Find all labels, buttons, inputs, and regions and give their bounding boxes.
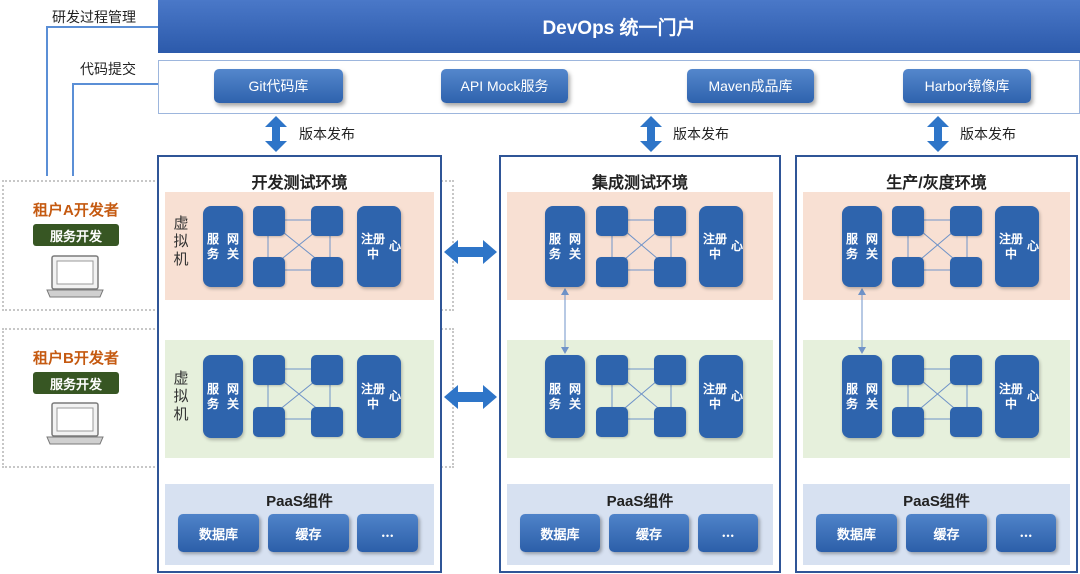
- service-gateway[interactable]: 服务网关: [203, 355, 243, 438]
- double-arrow-icon: [444, 385, 497, 409]
- env-production-title: 生产/灰度环境: [886, 175, 987, 192]
- service-registry[interactable]: 注册中心: [995, 206, 1039, 287]
- release-arrow-icon: [927, 116, 949, 152]
- service-node[interactable]: [253, 257, 285, 287]
- service-registry[interactable]: 注册中心: [699, 206, 743, 287]
- paas-database[interactable]: 数据库: [520, 514, 600, 552]
- paas-title: PaaS组件: [266, 493, 333, 510]
- service-node[interactable]: [950, 257, 982, 287]
- service-node[interactable]: [654, 206, 686, 236]
- service-node[interactable]: [253, 355, 285, 385]
- paas-more[interactable]: …: [357, 514, 418, 552]
- vm-label: 虚拟机: [173, 215, 189, 268]
- tenant-a-name: 租户A开发者: [33, 202, 119, 219]
- env-dev-test-title: 开发测试环境: [251, 175, 348, 192]
- paas-cache[interactable]: 缓存: [609, 514, 689, 552]
- service-node[interactable]: [596, 206, 628, 236]
- service-gateway[interactable]: 服务网关: [545, 355, 585, 438]
- service-node[interactable]: [892, 206, 924, 236]
- release-label-1: 版本发布: [299, 126, 355, 142]
- release-label-2: 版本发布: [673, 126, 729, 142]
- service-node[interactable]: [596, 355, 628, 385]
- paas-title: PaaS组件: [903, 493, 970, 510]
- service-registry[interactable]: 注册中心: [995, 355, 1039, 438]
- portal-title: DevOps 统一门户: [542, 18, 696, 39]
- vm-label: 虚拟机: [173, 370, 189, 423]
- service-node[interactable]: [950, 206, 982, 236]
- service-node[interactable]: [892, 407, 924, 437]
- service-node[interactable]: [596, 407, 628, 437]
- paas-more[interactable]: …: [698, 514, 758, 552]
- service-node[interactable]: [892, 355, 924, 385]
- paas-more[interactable]: …: [996, 514, 1056, 552]
- tenant-a-dev-button[interactable]: 服务开发: [33, 224, 119, 246]
- service-node[interactable]: [654, 407, 686, 437]
- service-node[interactable]: [311, 206, 343, 236]
- release-label-3: 版本发布: [960, 126, 1016, 142]
- service-node[interactable]: [654, 355, 686, 385]
- service-node[interactable]: [654, 257, 686, 287]
- env-integration-title: 集成测试环境: [591, 175, 688, 192]
- release-arrow-icon: [265, 116, 287, 152]
- paas-database[interactable]: 数据库: [178, 514, 259, 552]
- tool-harbor[interactable]: Harbor镜像库: [903, 69, 1031, 103]
- paas-database[interactable]: 数据库: [816, 514, 897, 552]
- service-node[interactable]: [950, 355, 982, 385]
- paas-title: PaaS组件: [606, 493, 674, 510]
- service-node[interactable]: [596, 257, 628, 287]
- service-node[interactable]: [311, 407, 343, 437]
- tool-maven[interactable]: Maven成品库: [687, 69, 814, 103]
- service-node[interactable]: [950, 407, 982, 437]
- paas-cache[interactable]: 缓存: [268, 514, 349, 552]
- double-arrow-icon: [444, 240, 497, 264]
- service-node[interactable]: [311, 257, 343, 287]
- service-registry[interactable]: 注册中心: [357, 206, 401, 287]
- devops-portal-bar[interactable]: DevOps 统一门户: [158, 0, 1080, 53]
- code-commit-label: 代码提交: [80, 61, 136, 77]
- release-arrow-icon: [640, 116, 662, 152]
- tool-git[interactable]: Git代码库: [214, 69, 343, 103]
- rd-process-label: 研发过程管理: [52, 9, 136, 25]
- paas-cache[interactable]: 缓存: [906, 514, 987, 552]
- laptop-icon: [46, 402, 104, 445]
- tenant-b-name: 租户B开发者: [33, 350, 119, 367]
- laptop-icon: [46, 255, 104, 298]
- service-node[interactable]: [892, 257, 924, 287]
- service-registry[interactable]: 注册中心: [357, 355, 401, 438]
- service-node[interactable]: [311, 355, 343, 385]
- service-gateway[interactable]: 服务网关: [203, 206, 243, 287]
- tenant-b-dev-button[interactable]: 服务开发: [33, 372, 119, 394]
- service-gateway[interactable]: 服务网关: [842, 206, 882, 287]
- service-registry[interactable]: 注册中心: [699, 355, 743, 438]
- service-gateway[interactable]: 服务网关: [545, 206, 585, 287]
- service-node[interactable]: [253, 206, 285, 236]
- service-node[interactable]: [253, 407, 285, 437]
- service-gateway[interactable]: 服务网关: [842, 355, 882, 438]
- tool-api-mock[interactable]: API Mock服务: [441, 69, 568, 103]
